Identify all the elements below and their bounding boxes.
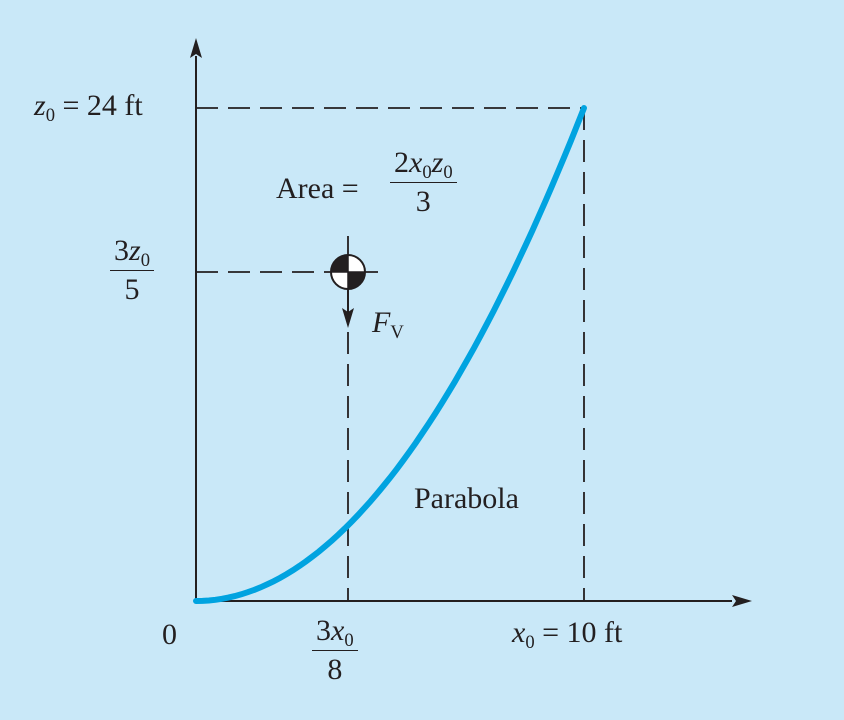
centroid-z-fraction: 3z0 5 <box>110 236 154 305</box>
origin-label: 0 <box>162 618 177 651</box>
area-label-prefix: Area = <box>276 172 359 205</box>
z-axis-arrowhead <box>190 38 202 58</box>
x-axis-arrowhead <box>732 595 752 607</box>
centroid-x-fraction: 3x0 8 <box>312 616 358 685</box>
parabola-curve <box>193 105 587 604</box>
force-arrow-head <box>342 308 354 328</box>
x0-label: x0 = 10 ft <box>512 616 623 653</box>
parabola-label: Parabola <box>414 482 519 515</box>
area-fraction: 2x0z0 3 <box>390 148 457 217</box>
z0-label: z0 = 24 ft <box>34 89 143 126</box>
centroid-symbol <box>330 254 366 290</box>
force-label: FV <box>372 306 404 343</box>
